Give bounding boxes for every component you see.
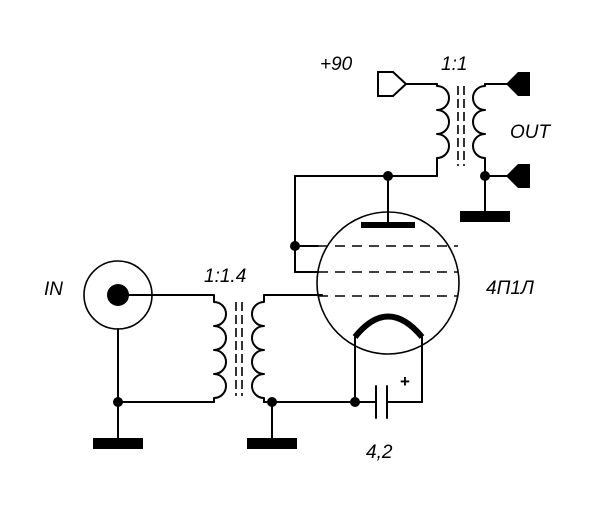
vacuum-tube	[316, 211, 460, 355]
junction-dot	[267, 397, 277, 407]
supply-voltage-label: +90	[320, 54, 353, 75]
filament-wiring	[354, 336, 423, 403]
capacitor-value: 4,2	[366, 442, 393, 463]
output-transformer-ratio: 1:1	[441, 54, 467, 75]
capacitor	[375, 385, 388, 419]
input-wiring	[117, 294, 215, 439]
ground-symbol	[247, 438, 297, 449]
junction-dot	[480, 171, 490, 181]
grid-wiring	[263, 294, 356, 439]
ground-symbol	[93, 438, 143, 449]
input-transformer-ratio: 1:1.4	[204, 266, 246, 287]
output-terminal-bottom	[506, 164, 530, 188]
input-label: IN	[44, 279, 63, 300]
capacitor-polarity: +	[400, 372, 410, 391]
output-transformer	[436, 83, 486, 177]
output-label: OUT	[510, 122, 552, 143]
input-transformer	[213, 294, 265, 403]
output-wiring	[484, 83, 511, 212]
filament	[352, 313, 425, 339]
anode-plate	[361, 222, 415, 228]
junction-dot	[113, 397, 123, 407]
output-terminal-top	[506, 72, 530, 96]
junction-dot	[383, 171, 393, 181]
ground-symbol	[460, 211, 510, 222]
junction-dot	[350, 397, 360, 407]
supply-terminal	[377, 71, 408, 97]
tube-label: 4П1Л	[486, 278, 535, 299]
junction-dot	[290, 241, 300, 251]
